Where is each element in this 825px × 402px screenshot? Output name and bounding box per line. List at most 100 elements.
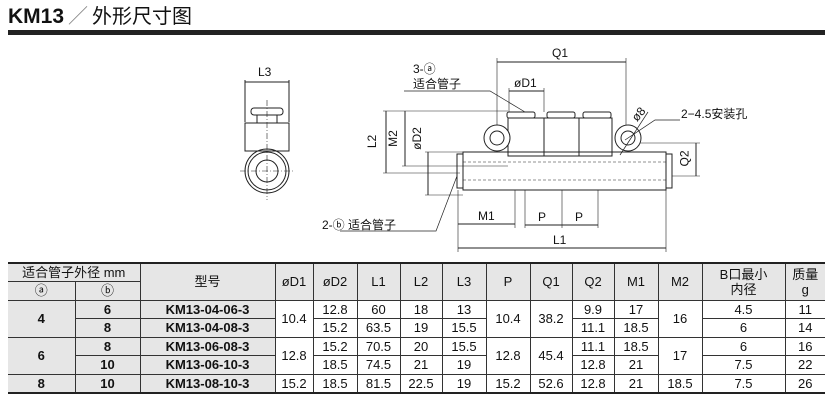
cell-L1: 60 [356,299,401,319]
cell-Q2: 11.1 [571,318,615,338]
dim-Q1: Q1 [552,46,569,60]
cell-D2: 12.8 [312,299,358,319]
dimension-drawing [240,58,700,252]
cell-Q1: 38.2 [529,299,573,338]
cell-D1: 12.8 [274,336,314,375]
cell-b: 8 [75,318,141,338]
cell-L3: 13 [441,299,487,319]
cell-model: KM13-06-10-3 [139,355,276,375]
th-mass-1: 质量 [792,266,819,282]
cell-M1: 18.5 [613,336,659,356]
cell-D2: 15.2 [312,336,358,356]
cell-P: 15.2 [485,373,531,393]
table-row: 8 10 KM13-08-10-3 15.2 18.5 81.5 22.5 19… [8,373,825,393]
port-b-callout: 2-ⓑ 适合管子 [322,218,397,232]
port-a-callout: 3-ⓐ [413,62,436,76]
cell-mass: 22 [784,355,825,375]
cell-bmin: 4.5 [701,299,786,319]
dim-P-2: P [575,210,584,224]
dim-L3: L3 [258,65,272,79]
title-rule [8,30,825,35]
mounting-hole-callout: 2−4.5安装孔 [681,107,748,121]
cell-bmin: 7.5 [701,373,786,393]
cell-P: 10.4 [485,299,531,338]
dimension-table: 适合管子外径 mm 型号 øD1 øD2 L1 L2 L3 P Q1 Q2 M1… [8,262,825,394]
cell-Q2: 12.8 [571,355,615,375]
port-a-text: 适合管子 [413,77,462,91]
page-title: KM13／外形尺寸图 [8,5,192,29]
dim-D1: øD1 [514,76,537,90]
cell-mass: 14 [784,318,825,338]
th-bmin-2: 内径 [730,281,757,297]
cell-D2: 15.2 [312,318,358,338]
dim-M2: M2 [385,130,400,147]
cell-D2: 18.5 [312,373,358,393]
dim-D2: øD2 [409,127,424,150]
cell-L1: 63.5 [356,318,401,338]
dim-L1: L1 [553,233,567,247]
dim-M1: M1 [478,209,495,223]
table-row: 8 KM13-04-08-3 15.2 63.5 19 15.5 11.1 18… [8,318,825,338]
cell-L3: 19 [441,373,487,393]
cell-L3: 19 [441,355,487,375]
th-mass-2: g [801,281,809,297]
th-bmin-1: B口最小 [719,266,768,282]
th-model: 型号 [139,262,276,301]
cell-a: 8 [8,373,76,393]
cell-bmin: 6 [701,336,786,356]
cell-bmin: 6 [701,318,786,338]
cell-L2: 18 [399,299,443,319]
cell-Q1: 45.4 [529,336,573,375]
th-bmin: B口最小内径 [701,262,786,301]
th-Q2: Q2 [571,262,615,301]
cell-L1: 74.5 [356,355,401,375]
cell-b: 8 [74,336,141,356]
title-subtitle: 外形尺寸图 [92,6,193,28]
table-row: 6 8 KM13-06-08-3 12.8 15.2 70.5 20 15.5 … [8,336,825,375]
cell-a: 4 [8,299,76,338]
header-row: 适合管子外径 mm 型号 øD1 øD2 L1 L2 L3 P Q1 Q2 M1… [8,262,825,301]
th-L3: L3 [441,262,487,301]
cell-Q1: 52.6 [529,373,573,393]
cell-model: KM13-04-06-3 [139,299,276,319]
cell-M1: 21 [613,355,659,375]
cell-mass: 16 [784,336,825,356]
side-view [240,80,295,200]
cell-Q2: 11.1 [571,336,615,356]
cell-D2: 18.5 [312,355,358,375]
front-view [340,58,700,252]
cell-a: 6 [8,336,76,375]
cell-L1: 70.5 [356,336,401,356]
th-tube-od: 适合管子外径 mm [8,262,141,282]
cell-b: 6 [74,299,141,319]
cell-b: 10 [74,373,141,393]
cell-L2: 19 [399,318,443,338]
cell-D1: 10.4 [274,299,314,338]
th-M1: M1 [613,262,659,301]
th-P: P [485,262,531,301]
cell-model: KM13-04-08-3 [139,318,276,338]
th-L1: L1 [356,262,401,301]
dim-L2: L2 [365,134,380,149]
table-row: 4 6 KM13-04-06-3 10.4 12.8 60 18 13 10.4… [8,299,825,338]
cell-Q2: 9.9 [571,299,615,319]
cell-L3: 15.5 [441,336,487,356]
dim-Q2: Q2 [677,150,692,167]
th-D1: øD1 [274,262,314,301]
cell-L2: 20 [399,336,443,356]
th-L2: L2 [399,262,443,301]
title-separator: ／ [68,6,89,28]
cell-mass: 26 [784,373,825,393]
cell-M2: 16 [657,299,703,338]
th-b: ⓑ [74,281,140,301]
cell-bmin: 7.5 [701,355,786,375]
dim-P-1: P [538,210,547,224]
cell-Q2: 12.8 [571,373,615,393]
cell-L3: 15.5 [441,318,487,338]
cell-L1: 81.5 [356,373,401,393]
cell-M2: 17 [657,336,703,375]
th-a: ⓐ [8,281,76,301]
cell-mass: 11 [784,299,825,319]
cell-L2: 22.5 [399,373,443,393]
